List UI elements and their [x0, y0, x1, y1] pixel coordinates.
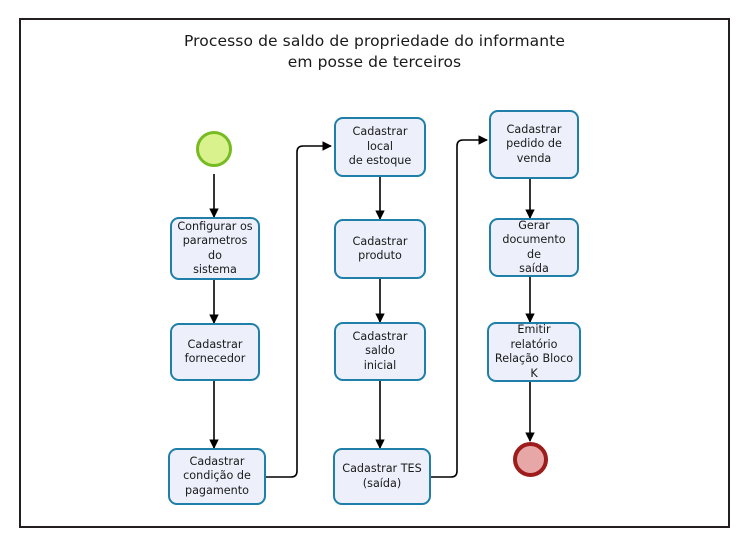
edge-n7-to-n8	[431, 135, 488, 478]
node-cadastrar-local-estoque[interactable]: Cadastrar local de estoque	[334, 117, 426, 177]
start-terminator[interactable]	[196, 131, 232, 167]
node-configurar-parametros[interactable]: Configurar os parametros do sistema	[170, 217, 260, 280]
node-gerar-documento-saida[interactable]: Gerar documento de saída	[489, 218, 579, 277]
edge-n3-to-n4	[266, 141, 332, 478]
node-cadastrar-tes-saida[interactable]: Cadastrar TES (saída)	[333, 448, 431, 505]
node-cadastrar-saldo-inicial[interactable]: Cadastrar saldo inicial	[334, 322, 426, 381]
node-cadastrar-produto[interactable]: Cadastrar produto	[334, 219, 426, 279]
node-emitir-relatorio-bloco-k[interactable]: Emitir relatório Relação Bloco K	[487, 322, 581, 382]
page-title: Processo de saldo de propriedade do info…	[183, 32, 566, 71]
node-cadastrar-fornecedor[interactable]: Cadastrar fornecedor	[170, 323, 260, 381]
end-terminator[interactable]	[513, 442, 548, 477]
node-cadastrar-pedido-venda[interactable]: Cadastrar pedido de venda	[489, 110, 579, 179]
node-cadastrar-condicao-pagamento[interactable]: Cadastrar condição de pagamento	[168, 448, 266, 505]
